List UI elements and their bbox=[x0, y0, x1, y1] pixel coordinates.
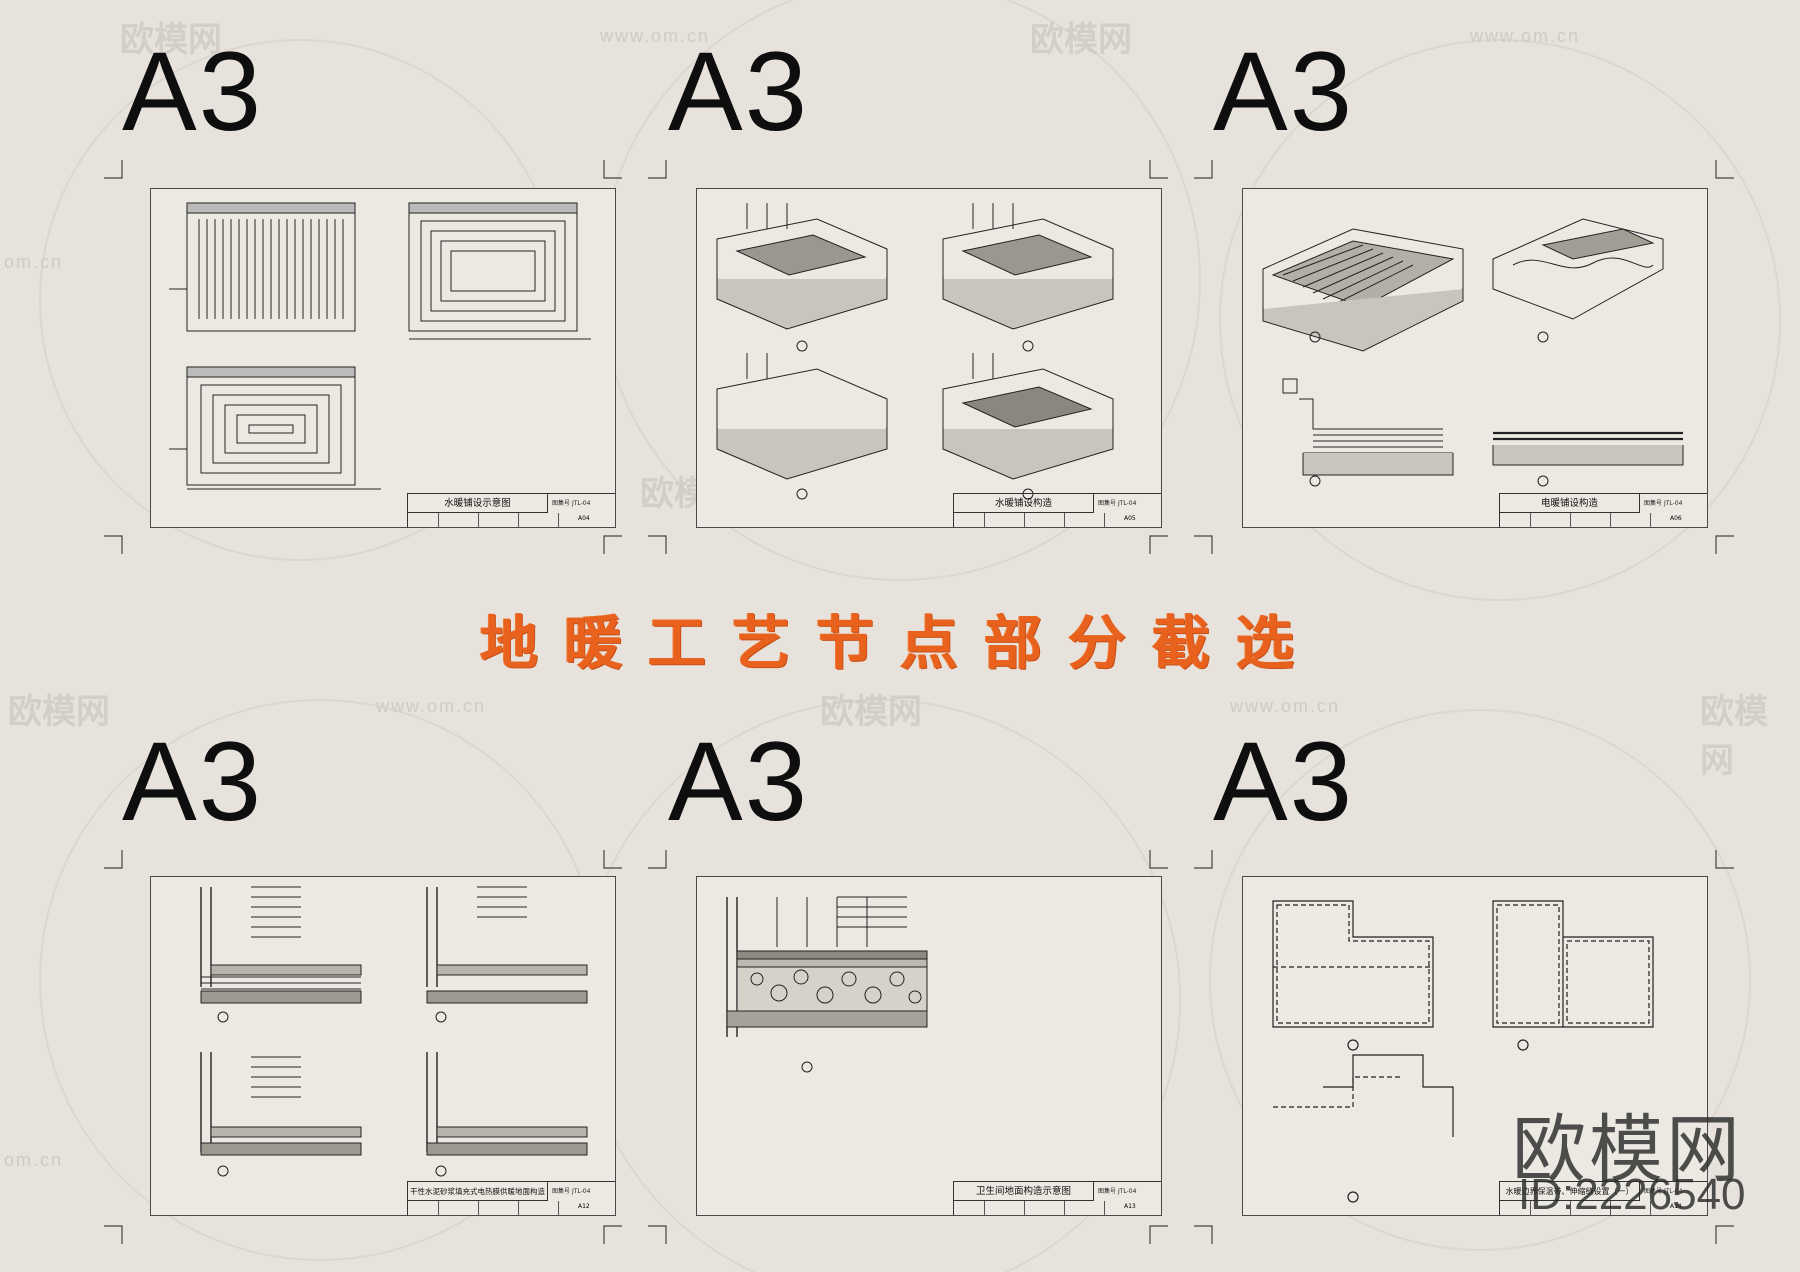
drawing-sheet-2[interactable]: 水暖铺设构造 图集号 JTL-04 A05 bbox=[696, 188, 1162, 528]
watermark-url: om.cn bbox=[4, 252, 64, 272]
watermark-url: www.om.cn bbox=[600, 26, 711, 46]
title-block: 水暖铺设示意图 图集号 JTL-04 A04 bbox=[407, 493, 615, 528]
title-block: 水暖边界保温带、伸缩缝设置（一） 图集号 JTL-04 A14 bbox=[1499, 1181, 1707, 1216]
sheet-page: A06 bbox=[1670, 515, 1682, 522]
sheet-size-label: A3 bbox=[668, 719, 809, 844]
title-block: 水暖铺设构造 图集号 JTL-04 A05 bbox=[953, 493, 1161, 528]
sheet-title: 水暖铺设构造 bbox=[954, 494, 1094, 513]
sheet-code: 图集号 JTL-04 bbox=[1098, 500, 1137, 507]
electric-heating-drawing bbox=[1262, 218, 1684, 487]
sheet-size-label: A3 bbox=[122, 719, 263, 844]
sheet-code: 图集号 JTL-04 bbox=[1644, 500, 1683, 507]
watermark-url: www.om.cn bbox=[1230, 696, 1341, 716]
pipe-layout-drawing bbox=[169, 202, 591, 490]
sheet-title: 水暖边界保温带、伸缩缝设置（一） bbox=[1500, 1182, 1640, 1201]
sheet-code: 图集号 JTL-04 bbox=[552, 500, 591, 507]
drawing-sheet-6[interactable]: 水暖边界保温带、伸缩缝设置（一） 图集号 JTL-04 A14 bbox=[1242, 876, 1708, 1216]
drawing-sheet-4[interactable]: 干性水泥砂浆填充式电热膜供暖地面构造 图集号 JTL-04 A12 bbox=[150, 876, 616, 1216]
bathroom-floor-drawing bbox=[726, 896, 928, 1073]
sheet-code: 图集号 JTL-04 bbox=[1644, 1188, 1683, 1195]
sheet-page: A12 bbox=[578, 1203, 590, 1210]
watermark-logo: 欧模网 bbox=[1030, 21, 1132, 59]
sheet-title: 水暖铺设示意图 bbox=[408, 494, 548, 513]
watermark-url: om.cn bbox=[4, 1150, 64, 1170]
title-block: 电暖铺设构造 图集号 JTL-04 A06 bbox=[1499, 493, 1707, 528]
sheet-code: 图集号 JTL-04 bbox=[552, 1188, 591, 1195]
headline-title: 地暖工艺节点部分截选 bbox=[479, 609, 1320, 677]
watermark-logo: 欧模网 bbox=[120, 21, 222, 59]
sheet-page: A14 bbox=[1670, 1203, 1682, 1210]
brand-logo-text: 欧模网 bbox=[1512, 1107, 1743, 1193]
brand-id: ID:2226540 bbox=[1518, 1170, 1746, 1219]
sheet-size-label: A3 bbox=[668, 29, 809, 154]
drawing-sheet-3[interactable]: 电暖铺设构造 图集号 JTL-04 A06 bbox=[1242, 188, 1708, 528]
title-block: 卫生间地面构造示意图 图集号 JTL-04 A13 bbox=[953, 1181, 1161, 1216]
title-block: 干性水泥砂浆填充式电热膜供暖地面构造 图集号 JTL-04 A12 bbox=[407, 1181, 615, 1216]
sheet-title: 卫生间地面构造示意图 bbox=[954, 1182, 1094, 1201]
sheet-page: A13 bbox=[1124, 1203, 1136, 1210]
sheet-title: 电暖铺设构造 bbox=[1500, 494, 1640, 513]
construction-drawing bbox=[716, 203, 1114, 500]
floor-section-drawing bbox=[200, 886, 588, 1177]
sheet-size-label: A3 bbox=[1213, 719, 1354, 844]
drawing-sheet-5[interactable]: 卫生间地面构造示意图 图集号 JTL-04 A13 bbox=[696, 876, 1162, 1216]
sheet-page: A05 bbox=[1124, 515, 1136, 522]
sheet-page: A04 bbox=[578, 515, 590, 522]
watermark-url: www.om.cn bbox=[1470, 26, 1581, 46]
watermark-url: www.om.cn bbox=[376, 696, 487, 716]
watermark-logo: 欧模网 bbox=[1700, 693, 1768, 780]
watermark-logo: 欧模网 bbox=[8, 693, 110, 731]
sheet-size-label: A3 bbox=[122, 29, 263, 154]
sheet-code: 图集号 JTL-04 bbox=[1098, 1188, 1137, 1195]
watermark-logo: 欧模网 bbox=[820, 693, 922, 731]
drawing-sheet-1[interactable]: 水暖铺设示意图 图集号 JTL-04 A04 bbox=[150, 188, 616, 528]
expansion-joint-plan bbox=[1272, 900, 1654, 1203]
sheet-size-label: A3 bbox=[1213, 29, 1354, 154]
sheet-title: 干性水泥砂浆填充式电热膜供暖地面构造 bbox=[408, 1182, 548, 1201]
